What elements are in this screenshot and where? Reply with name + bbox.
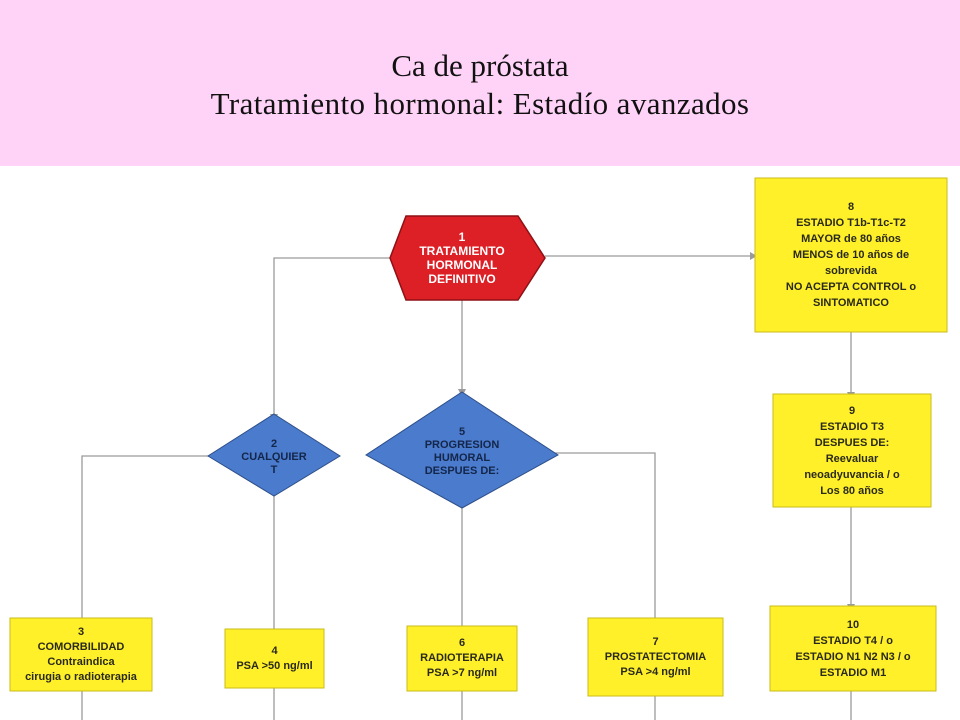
node-2-label: 2 CUALQUIER T: [241, 437, 307, 476]
node-9-shape: [772, 393, 932, 508]
slide-header: Ca de próstata Tratamiento hormonal: Est…: [0, 0, 960, 166]
node-6-shape: [406, 625, 518, 692]
node-3-shape: [9, 617, 153, 692]
flowchart: 1 TRATAMIENTO HORMONAL DEFINITIVO 2 CUAL…: [0, 166, 960, 720]
arrow-to-8: [750, 252, 757, 260]
node-8-label: 8 ESTADIO T1b-T1c-T2 MAYOR de 80 años ME…: [785, 201, 917, 309]
edge-2-3: [81, 455, 210, 618]
node-1-label: 1 TRATAMIENTO HORMONAL DEFINITIVO: [419, 230, 505, 286]
node-9-label: 9 ESTADIO T3 DESPUES DE: Reevaluar neoad…: [804, 404, 900, 497]
node-10-shape: [769, 605, 937, 692]
node-8-shape: [754, 177, 948, 333]
flowchart-canvas: [9, 177, 948, 720]
node-5-label: 5 PROGRESION HUMORAL DESPUES DE:: [424, 426, 500, 477]
slide-title-line1: Ca de próstata: [391, 48, 569, 83]
node-5-shape: [365, 391, 559, 509]
node-2-shape: [207, 413, 341, 497]
node-1-shape: [389, 215, 546, 301]
node-4-shape: [224, 628, 325, 689]
node-7-shape: [587, 617, 724, 697]
slide-title-line2: Tratamiento hormonal: Estadío avanzados: [210, 86, 750, 121]
node-4-label: 4 PSA >50 ng/ml: [236, 644, 313, 672]
edge-5-7: [555, 452, 656, 618]
node-7-label: 7 PROSTATECTOMIA PSA >4 ng/ml: [604, 635, 707, 678]
edge-1-2: [273, 257, 390, 416]
node-3-label: 3 COMORBILIDAD Contraindica cirugia o ra…: [25, 625, 137, 683]
node-10-label: 10 ESTADIO T4 / o ESTADIO N1 N2 N3 / o E…: [795, 618, 911, 679]
node-6-label: 6 RADIOTERAPIA PSA >7 ng/ml: [420, 637, 504, 679]
